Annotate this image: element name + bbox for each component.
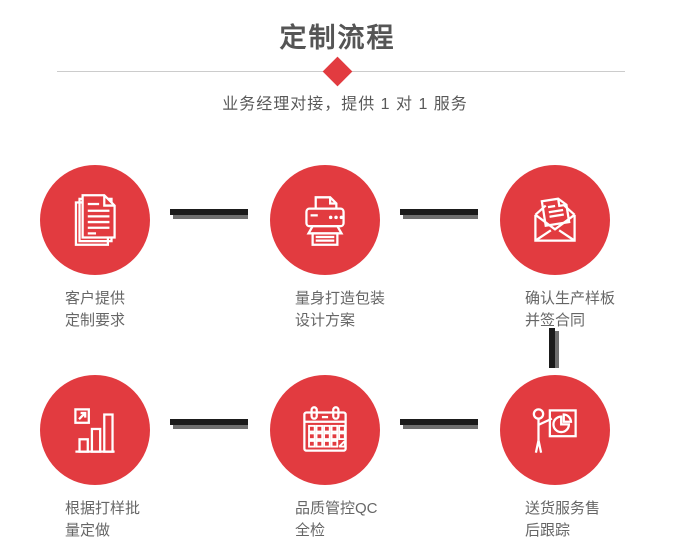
- connector-shadow: [555, 331, 559, 368]
- connector-bar: [400, 419, 478, 425]
- step-item-6: 送货服务售 后跟踪: [500, 375, 670, 542]
- connector-h-4: [400, 419, 478, 429]
- step-label: 确认生产样板 并签合同: [525, 290, 616, 329]
- step-item-4: 根据打样批 量定做: [40, 375, 210, 542]
- step-circle: [40, 375, 150, 485]
- connector-bar: [170, 209, 248, 215]
- connector-shadow: [173, 215, 248, 219]
- step-label: 客户提供 定制要求: [65, 290, 126, 329]
- connector-shadow: [403, 215, 478, 219]
- step-circle: [500, 375, 610, 485]
- connector-h-1: [170, 209, 248, 219]
- step-label: 根据打样批 量定做: [65, 500, 141, 539]
- step-item-3: 确认生产样板 并签合同: [500, 165, 670, 332]
- envelope-icon: [534, 197, 576, 242]
- connector-h-2: [400, 209, 478, 219]
- page-subtitle: 业务经理对接，提供 1 对 1 服务: [222, 96, 468, 113]
- printer-icon: [305, 196, 345, 246]
- connector-bar: [400, 209, 478, 215]
- connector-v-1: [549, 328, 559, 368]
- connector-h-3: [170, 419, 248, 429]
- diamond-icon: [322, 56, 353, 87]
- step-item-1: 客户提供 定制要求: [40, 165, 210, 332]
- bar-chart-icon: [74, 408, 115, 453]
- step-circle: [270, 165, 380, 275]
- connector-shadow: [403, 425, 478, 429]
- step-label: 品质管控QC 全检: [295, 500, 378, 539]
- connector-bar: [549, 328, 555, 368]
- step-circle: [500, 165, 610, 275]
- step-circle: [270, 375, 380, 485]
- connector-shadow: [173, 425, 248, 429]
- connector-bar: [170, 419, 248, 425]
- step-label: 送货服务售 后跟踪: [525, 500, 601, 539]
- step-circle: [40, 165, 150, 275]
- step-label: 量身打造包装 设计方案: [295, 290, 386, 329]
- step-item-2: 量身打造包装 设计方案: [270, 165, 440, 332]
- step-item-5: 品质管控QC 全检: [270, 375, 440, 542]
- documents-icon: [74, 194, 116, 246]
- page-title: 定制流程: [279, 23, 396, 53]
- presentation-icon: [532, 408, 577, 453]
- calendar-icon: [303, 406, 347, 452]
